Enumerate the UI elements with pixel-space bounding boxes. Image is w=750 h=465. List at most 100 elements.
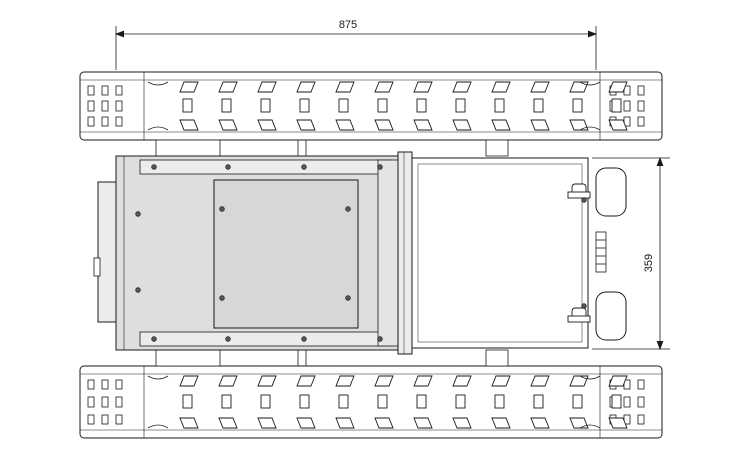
front-connector — [595, 231, 607, 273]
height-dimension-label: 359 — [643, 254, 655, 272]
track-grouser — [569, 417, 589, 429]
track-slot — [115, 116, 123, 127]
track-slot — [115, 396, 123, 408]
bolt — [301, 336, 307, 342]
track-slot — [623, 100, 631, 112]
track-link-window — [611, 98, 622, 113]
track-grouser — [491, 417, 511, 429]
track-slot — [101, 116, 109, 127]
track-grouser — [530, 81, 550, 93]
track-link-window — [494, 98, 505, 113]
hinge-top — [567, 183, 591, 199]
track-grouser — [296, 375, 316, 387]
track-slot — [101, 396, 109, 408]
track-slot — [101, 379, 109, 390]
track-grouser — [579, 375, 601, 380]
track-grouser — [579, 424, 601, 429]
bolt — [225, 336, 231, 342]
track-grouser — [374, 375, 394, 387]
track-slot — [637, 116, 645, 127]
top-rail — [139, 159, 391, 175]
track-pads — [87, 81, 645, 131]
bottom-track — [79, 365, 663, 439]
track-grouser — [413, 417, 433, 429]
center-cover-plate — [213, 179, 359, 329]
track-link-window — [221, 394, 232, 409]
track-grouser — [218, 417, 238, 429]
track-slot — [115, 85, 123, 96]
width-dimension-label: 875 — [339, 19, 357, 31]
track-grouser — [452, 417, 472, 429]
bottom-rail — [139, 331, 391, 347]
bolts — [135, 164, 587, 342]
height-dimension — [592, 156, 670, 351]
track-grouser — [179, 119, 199, 131]
bolt — [377, 164, 383, 170]
bolt — [301, 164, 307, 170]
track-grouser — [374, 81, 394, 93]
track-link-window — [572, 394, 583, 409]
front-idler-bottom — [595, 291, 627, 341]
track-slot — [115, 414, 123, 425]
track-grouser — [452, 119, 472, 131]
track-mount-brackets — [155, 139, 509, 367]
track-link-window — [182, 98, 193, 113]
track-grouser — [179, 417, 199, 429]
track-slot — [87, 414, 95, 425]
track-grouser — [218, 119, 238, 131]
bolt — [345, 206, 351, 212]
track-slot — [87, 396, 95, 408]
bolt — [151, 164, 157, 170]
width-dimension — [114, 26, 598, 70]
track-link-window — [377, 394, 388, 409]
track-link-window — [416, 394, 427, 409]
track-link-window — [299, 98, 310, 113]
track-slot — [101, 100, 109, 112]
track-link-window — [455, 394, 466, 409]
track-grouser — [296, 417, 316, 429]
track-grouser — [608, 417, 628, 429]
track-slot — [87, 85, 95, 96]
track-grouser — [218, 375, 238, 387]
track-link-window — [494, 394, 505, 409]
track-grouser — [608, 375, 628, 387]
track-grouser — [296, 81, 316, 93]
track-grouser — [530, 417, 550, 429]
middle-bulkhead — [377, 159, 401, 347]
track-grouser — [491, 119, 511, 131]
track-grouser — [335, 119, 355, 131]
front-compartment — [411, 157, 589, 349]
track-slot — [115, 379, 123, 390]
track-grouser — [452, 375, 472, 387]
track-link-window — [416, 98, 427, 113]
track-grouser — [569, 81, 589, 93]
bolt — [151, 336, 157, 342]
track-link-window — [377, 98, 388, 113]
track-grouser — [491, 81, 511, 93]
track-link-window — [260, 394, 271, 409]
top-track — [79, 71, 663, 141]
track-grouser — [147, 424, 169, 429]
track-grouser — [218, 81, 238, 93]
bolt — [135, 211, 141, 217]
track-grouser — [257, 375, 277, 387]
track-slot — [101, 414, 109, 425]
track-slot — [637, 100, 645, 112]
track-grouser — [147, 375, 169, 380]
track-grouser — [374, 417, 394, 429]
bolt — [581, 197, 587, 203]
track-grouser — [413, 81, 433, 93]
track-link-window — [533, 98, 544, 113]
track-slot — [637, 396, 645, 408]
track-grouser — [335, 81, 355, 93]
track-grouser — [335, 375, 355, 387]
rear-housing — [97, 181, 119, 323]
track-grouser — [257, 119, 277, 131]
track-link-window — [260, 98, 271, 113]
track-grouser — [530, 375, 550, 387]
bolt — [377, 336, 383, 342]
track-link-window — [338, 394, 349, 409]
track-slot — [87, 116, 95, 127]
bolt — [219, 295, 225, 301]
